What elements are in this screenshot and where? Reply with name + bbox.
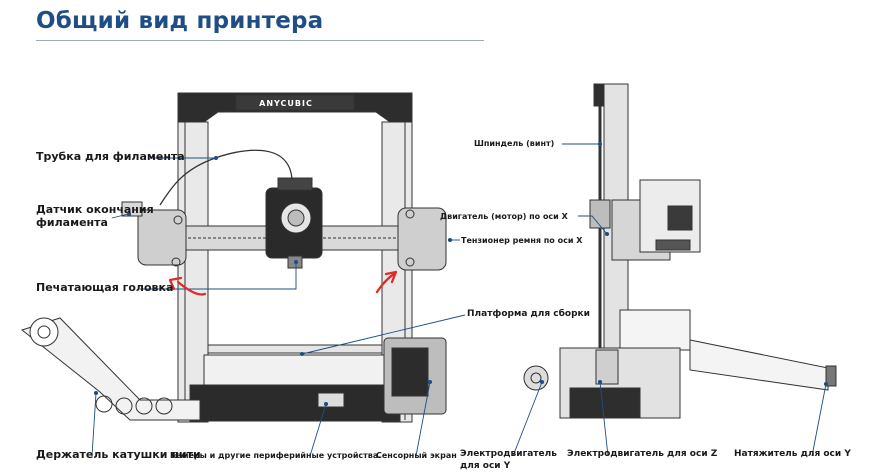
label-build-platform: Платформа для сборки <box>467 309 590 319</box>
label-x-motor: Двигатель (мотор) по оси X <box>440 212 568 221</box>
label-lead-screw: Шпиндель (винт) <box>474 139 555 148</box>
title-underline <box>36 40 484 41</box>
label-y-motor-line1: Электродвигатель <box>460 449 557 459</box>
label-x-tensioner: Тензионер ремня по оси X <box>461 236 583 245</box>
label-spool-holder: Держатель катушки нити <box>36 448 201 461</box>
brand-logo: ANYCUBIC <box>259 99 313 108</box>
label-filament-sensor-line1: Датчик окончания <box>36 203 154 216</box>
side-view-drawing <box>523 83 837 419</box>
label-y-motor-line2: для оси Y <box>460 461 511 471</box>
label-camera-peripherals: Камеры и другие периферийные устройства. <box>170 451 382 460</box>
front-view-drawing <box>20 92 447 423</box>
page-title: Общий вид принтера <box>36 8 324 34</box>
label-y-tensioner: Натяжитель для оси Y <box>734 449 851 459</box>
label-touch-screen: Сенсорный экран <box>376 451 457 460</box>
label-filament-tube: Трубка для филамента <box>36 150 185 163</box>
callout-leaders <box>91 141 829 457</box>
label-print-head: Печатающая головка <box>36 281 174 294</box>
red-arrows <box>168 270 398 296</box>
label-filament-sensor-line2: филамента <box>36 216 108 229</box>
label-z-motor: Электродвигатель для оси Z <box>567 449 718 459</box>
